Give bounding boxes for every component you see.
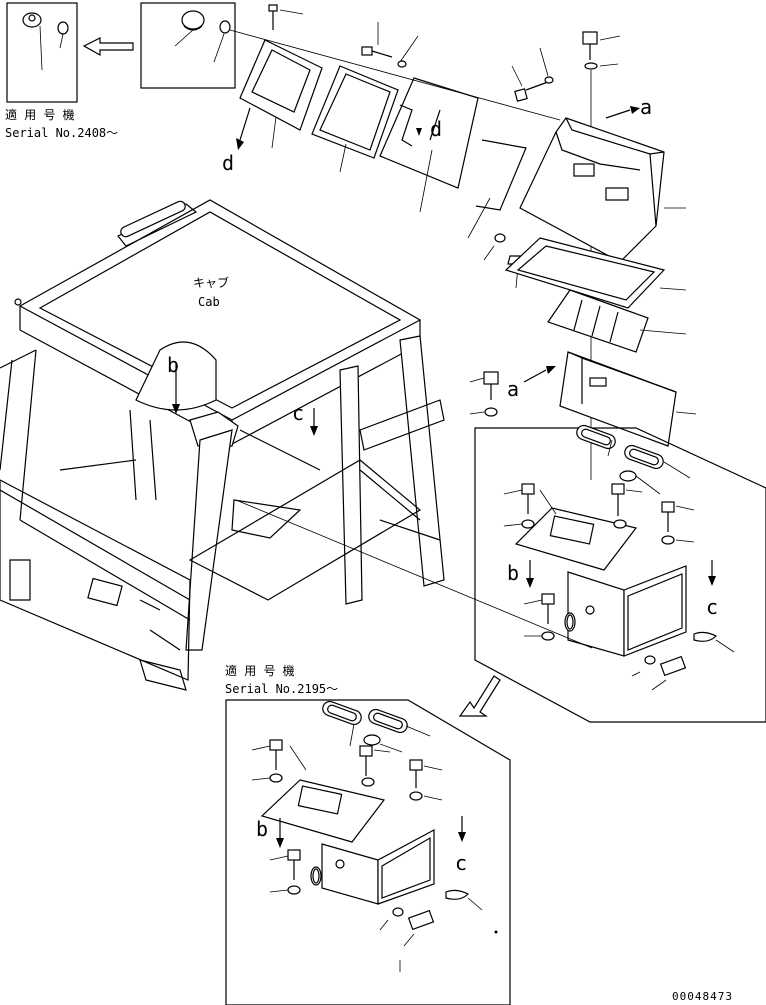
right-assembly: a: [469, 117, 697, 447]
callout-c-3: c: [455, 851, 467, 875]
drawing-number: 00048473: [672, 990, 733, 1003]
detail-box-lower: b c: [225, 699, 511, 1005]
callout-c-2: c: [292, 401, 304, 425]
callout-a-1: a: [640, 95, 652, 119]
cab-label-jp: キャブ: [193, 275, 229, 290]
callout-b-1: b: [507, 561, 519, 585]
serial-1-number: Serial No.2408～: [5, 126, 118, 140]
callout-b-3: b: [256, 817, 268, 841]
inset-box-2: [140, 2, 236, 89]
cab-drawing: b c キャブ Cab: [0, 199, 593, 691]
detail-box-main: b c: [474, 424, 766, 723]
cab-label-en: Cab: [198, 295, 220, 309]
arrow-down-left-icon: [458, 675, 501, 717]
callout-b-2: b: [167, 353, 179, 377]
serial-2-label: 適 用 号 機: [225, 663, 295, 678]
callout-d-1: d: [222, 151, 234, 175]
arrow-left-icon: [82, 37, 134, 57]
inset-box-1: [6, 2, 78, 103]
callout-d-2: d: [430, 117, 442, 141]
serial-2-number: Serial No.2195～: [225, 682, 338, 696]
serial-1-label: 適 用 号 機: [5, 107, 75, 122]
callout-c-1: c: [706, 595, 718, 619]
callout-a-2: a: [507, 377, 519, 401]
